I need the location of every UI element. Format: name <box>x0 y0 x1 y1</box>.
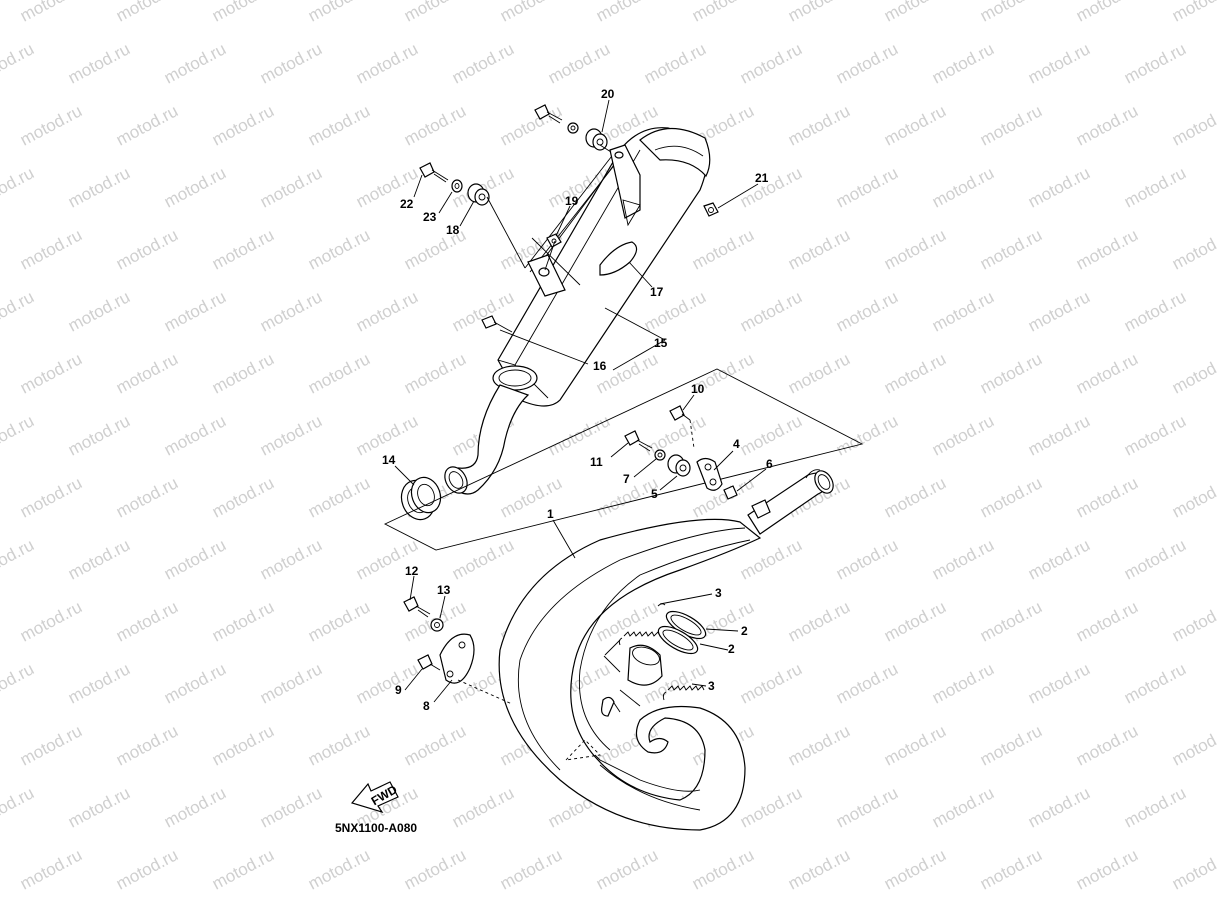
callout-3-upper: 3 <box>715 586 722 600</box>
callout-10: 10 <box>691 382 705 396</box>
callout-1: 1 <box>547 507 554 521</box>
callout-13: 13 <box>437 583 451 597</box>
callout-16: 16 <box>593 359 607 373</box>
callout-7: 7 <box>623 472 630 486</box>
callout-23: 23 <box>423 210 437 224</box>
callout-14: 14 <box>382 453 396 467</box>
callout-3-lower: 3 <box>708 679 715 693</box>
callout-15: 15 <box>654 336 668 350</box>
callout-5: 5 <box>651 487 658 501</box>
callout-2-upper: 2 <box>741 624 748 638</box>
callout-labels: 1 2 2 3 3 4 5 6 7 8 9 10 11 12 13 14 15 … <box>382 87 773 713</box>
diagram-code: 5NX1100-A080 <box>335 821 417 835</box>
exhaust-pipe-part-1 <box>498 469 834 831</box>
callout-17: 17 <box>650 285 664 299</box>
callout-18: 18 <box>446 223 460 237</box>
fwd-arrow-icon: FWD <box>350 781 400 814</box>
silencer-fasteners <box>419 104 719 248</box>
callout-19: 19 <box>565 194 579 208</box>
callout-11: 11 <box>590 455 603 469</box>
leader-lines <box>394 99 767 703</box>
bracket-fasteners <box>624 405 738 500</box>
grommet-part-14 <box>400 476 442 521</box>
fwd-label: FWD <box>369 782 400 808</box>
silencer-assembly <box>444 127 711 495</box>
callout-20: 20 <box>601 87 615 101</box>
callout-2-lower: 2 <box>728 642 735 656</box>
front-bracket-fasteners <box>403 596 513 705</box>
callout-4: 4 <box>733 437 740 451</box>
callout-9: 9 <box>395 683 402 697</box>
callout-12: 12 <box>405 564 419 578</box>
callout-8: 8 <box>423 699 430 713</box>
callout-22: 22 <box>400 197 414 211</box>
callout-21: 21 <box>755 171 769 185</box>
assembly-frame <box>383 368 864 551</box>
springs-and-rings <box>601 603 707 717</box>
callout-6: 6 <box>766 457 773 471</box>
